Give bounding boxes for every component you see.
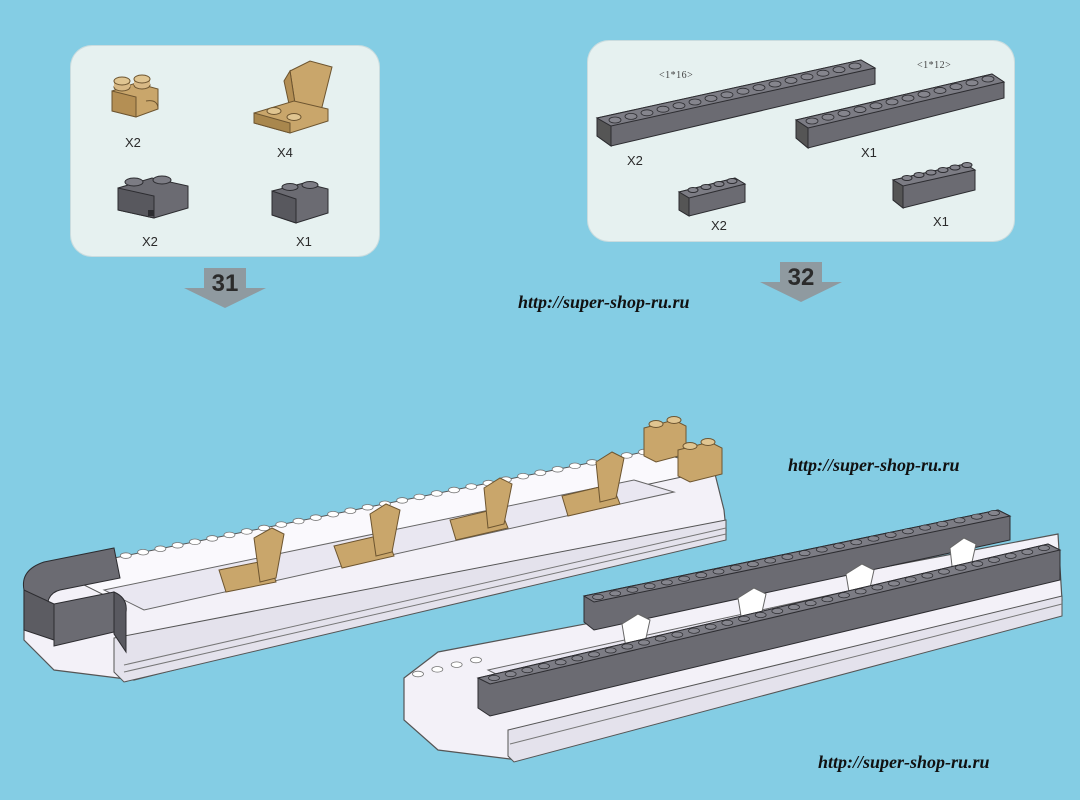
- gray-brick-1x4-icon: [677, 177, 747, 217]
- ship-hull-step-31-illustration: [22, 416, 727, 683]
- watermark-url: http://super-shop-ru.ru: [518, 292, 690, 312]
- down-arrow-icon: [760, 262, 842, 302]
- part-qty: X2: [142, 234, 158, 249]
- watermark-url: http://super-shop-ru.ru: [818, 752, 990, 772]
- tan-round-brick-icon: [677, 438, 723, 483]
- part-qty: X1: [933, 214, 949, 229]
- tan-seat-icon: [561, 451, 625, 517]
- step-32-arrow: 32: [760, 262, 842, 302]
- tan-round-brick-icon: [111, 74, 159, 118]
- gray-plate-1x12-icon: [794, 73, 1006, 150]
- gray-brick-1x6-icon: [891, 162, 977, 210]
- step-31-arrow: 31: [184, 268, 266, 308]
- part-qty: X1: [861, 145, 877, 160]
- step-number: 31: [211, 270, 239, 297]
- part-qty: X2: [125, 135, 141, 150]
- part-qty: X1: [296, 234, 312, 249]
- part-qty: X2: [711, 218, 727, 233]
- tan-round-brick-icon: [643, 416, 687, 463]
- part-size-label: <1*16>: [659, 70, 694, 81]
- ship-hull-step-32-illustration: [403, 509, 1063, 763]
- down-arrow-icon: [184, 268, 266, 308]
- part-size-label: <1*12>: [917, 60, 952, 71]
- step-31-parts-panel: X2 X4 X2 X1: [70, 45, 380, 257]
- gray-round-brick-icon: [117, 175, 189, 219]
- tan-seat-icon: [218, 527, 285, 593]
- part-qty: X4: [277, 145, 293, 160]
- gray-brick-1x2-icon: [271, 181, 329, 224]
- step-number: 32: [787, 264, 815, 291]
- tan-seat-icon: [253, 60, 333, 134]
- tan-seat-icon: [449, 477, 513, 541]
- part-qty: X2: [627, 153, 643, 168]
- step-32-parts-panel: <1*16> <1*12> X2 X1 X2: [587, 40, 1015, 242]
- watermark-url: http://super-shop-ru.ru: [788, 455, 960, 475]
- tan-seat-icon: [333, 503, 401, 569]
- gray-plate-1x16-icon: [595, 59, 877, 147]
